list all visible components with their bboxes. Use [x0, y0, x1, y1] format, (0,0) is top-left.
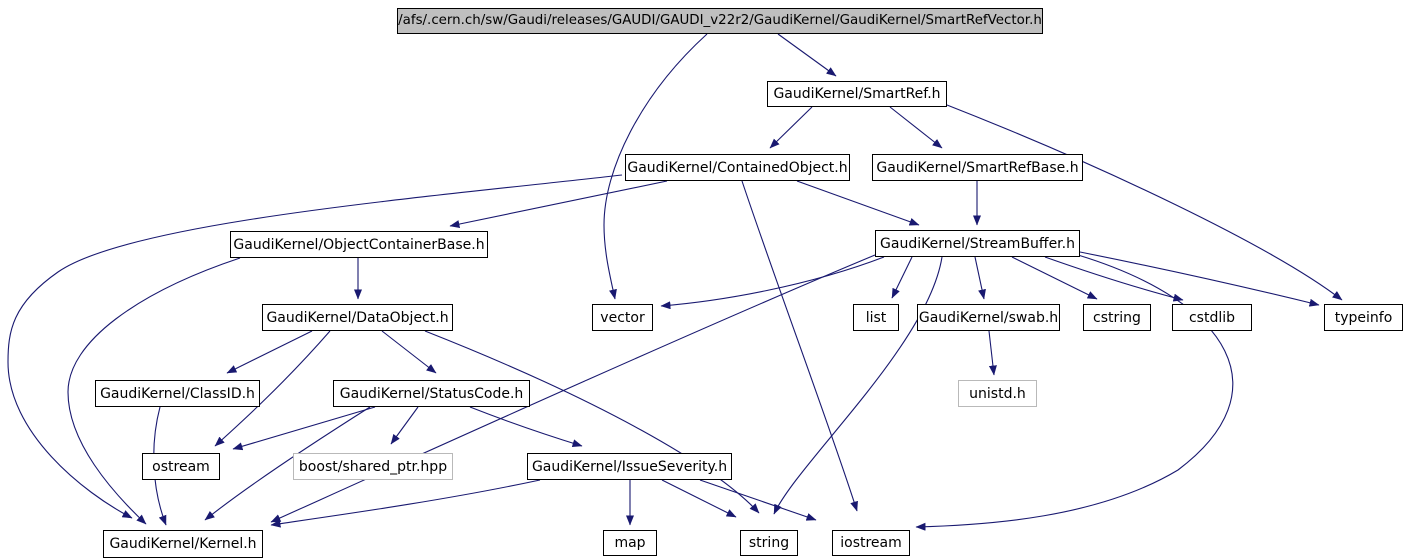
node-smartrefbase[interactable]: GaudiKernel/SmartRefBase.h [872, 154, 1083, 181]
edge-objectcontainerbase-to-kernel [67, 257, 241, 525]
edge-streambuffer-to-kernel [270, 254, 876, 523]
node-label: GaudiKernel/IssueSeverity.h [531, 458, 728, 475]
edge-title-to-smartref [777, 33, 837, 77]
node-unistd: unistd.h [958, 380, 1037, 407]
node-label: unistd.h [969, 385, 1026, 402]
edge-containedobject-to-kernel [7, 174, 623, 519]
node-label: GaudiKernel/ContainedObject.h [627, 159, 848, 176]
edge-containedobject-to-iostream [741, 180, 858, 512]
edge-swab-to-unistd [988, 330, 997, 376]
node-objectcontainerbase[interactable]: GaudiKernel/ObjectContainerBase.h [230, 231, 488, 258]
edge-streambuffer-to-vector [660, 256, 885, 310]
node-label: cstdlib [1188, 309, 1236, 326]
node-classid[interactable]: GaudiKernel/ClassID.h [95, 380, 260, 407]
edge-streambuffer-to-string [773, 256, 943, 515]
edge-dataobject-to-ostream [214, 330, 331, 447]
edge-issueseverity-to-kernel [270, 479, 541, 528]
edge-streambuffer-to-cstdlib [1044, 256, 1184, 302]
edge-smartref-to-containedobject [769, 106, 813, 149]
node-containedobject[interactable]: GaudiKernel/ContainedObject.h [625, 154, 850, 181]
node-label: iostream [840, 535, 902, 551]
edge-statuscode-to-kernel [204, 406, 371, 521]
node-statuscode[interactable]: GaudiKernel/StatusCode.h [333, 380, 530, 407]
edge-streambuffer-to-cstring [1011, 256, 1098, 300]
node-label: GaudiKernel/SmartRef.h [773, 86, 941, 102]
node-label: map [614, 535, 646, 551]
node-label: GaudiKernel/ClassID.h [100, 385, 255, 402]
node-label: GaudiKernel/StreamBuffer.h [880, 235, 1075, 252]
node-streambuffer[interactable]: GaudiKernel/StreamBuffer.h [875, 230, 1080, 257]
node-label: vector [600, 309, 645, 326]
node-iostream: iostream [832, 530, 910, 556]
edge-streambuffer-to-typeinfo [1079, 251, 1320, 307]
edge-smartref-to-smartrefbase [889, 106, 943, 149]
node-label: typeinfo [1334, 309, 1393, 326]
node-label: ostream [152, 458, 210, 475]
node-dataobject[interactable]: GaudiKernel/DataObject.h [262, 304, 453, 331]
node-label: GaudiKernel/Kernel.h [109, 536, 257, 552]
node-label: GaudiKernel/StatusCode.h [339, 385, 524, 402]
node-vector: vector [592, 304, 653, 331]
edge-containedobject-to-objectcontainerbase [449, 180, 668, 228]
edge-streambuffer-to-swab [974, 256, 986, 300]
edge-smartref-to-typeinfo [946, 104, 1343, 301]
node-typeinfo: typeinfo [1324, 304, 1403, 331]
edge-streambuffer-to-list [891, 256, 913, 299]
node-boost: boost/shared_ptr.hpp [293, 453, 453, 480]
node-label: GaudiKernel/DataObject.h [266, 309, 449, 326]
edge-dataobject-to-statuscode [381, 330, 437, 374]
edge-containedobject-to-streambuffer [796, 180, 920, 226]
edge-title-to-vector [603, 33, 708, 300]
edge-issueseverity-to-string [661, 479, 737, 518]
edge-statuscode-to-issueseverity [469, 406, 583, 448]
edge-issueseverity-to-iostream [699, 479, 817, 521]
edge-statuscode-to-boost [390, 406, 419, 445]
node-smartref[interactable]: GaudiKernel/SmartRef.h [767, 81, 947, 107]
graph-root-node: /afs/.cern.ch/sw/Gaudi/releases/GAUDI/GA… [397, 8, 1043, 34]
node-label: GaudiKernel/swab.h [918, 309, 1059, 326]
node-ostream: ostream [142, 453, 220, 480]
node-swab[interactable]: GaudiKernel/swab.h [917, 304, 1060, 331]
node-label: GaudiKernel/ObjectContainerBase.h [233, 236, 485, 253]
node-issueseverity[interactable]: GaudiKernel/IssueSeverity.h [527, 453, 732, 480]
node-label: string [748, 535, 790, 551]
edge-statuscode-to-ostream [232, 406, 376, 451]
edge-dataobject-to-classid [226, 330, 313, 374]
node-kernel[interactable]: GaudiKernel/Kernel.h [103, 530, 263, 558]
node-label: boost/shared_ptr.hpp [298, 458, 448, 475]
node-string: string [740, 530, 798, 556]
node-cstring: cstring [1083, 304, 1151, 331]
node-map: map [603, 530, 657, 556]
node-list: list [853, 304, 899, 331]
node-label: cstring [1093, 309, 1141, 326]
node-label: list [865, 309, 887, 326]
node-label: GaudiKernel/SmartRefBase.h [876, 159, 1079, 176]
node-cstdlib: cstdlib [1172, 304, 1252, 331]
edge-dataobject-to-string [424, 330, 760, 514]
node-label: /afs/.cern.ch/sw/Gaudi/releases/GAUDI/GA… [398, 13, 1042, 29]
